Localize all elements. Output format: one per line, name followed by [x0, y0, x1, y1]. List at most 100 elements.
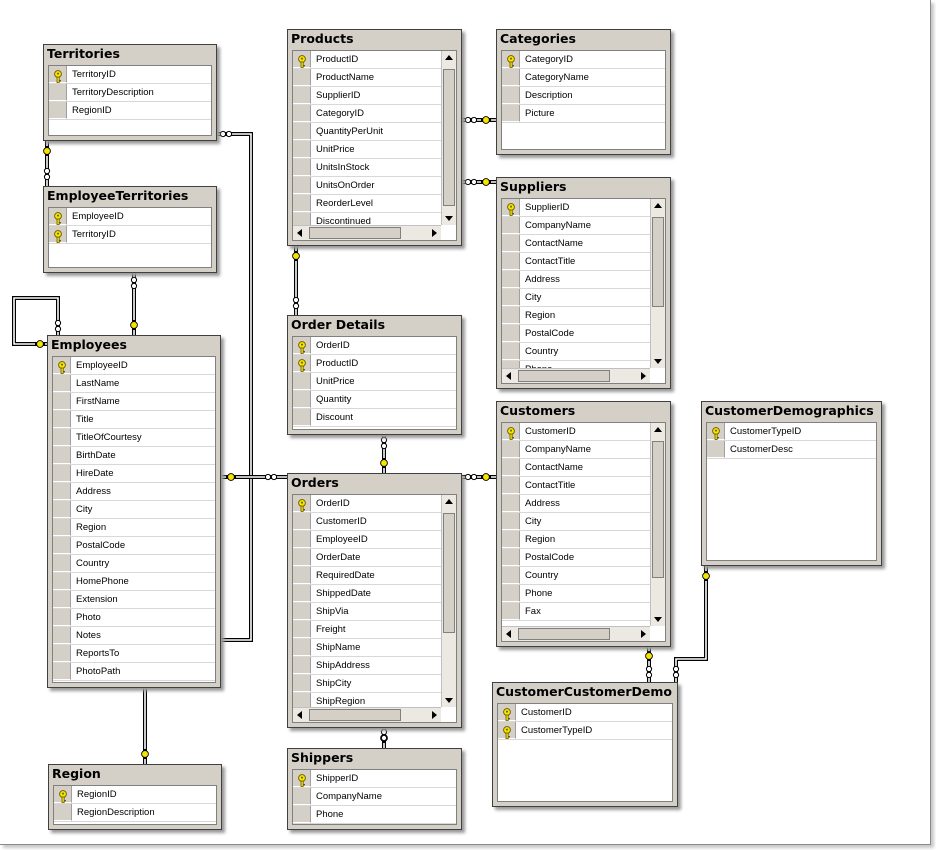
- column-row[interactable]: ReorderLevel: [293, 195, 441, 213]
- scroll-right-arrow-icon[interactable]: [432, 229, 437, 237]
- row-selector[interactable]: [502, 51, 520, 68]
- row-selector[interactable]: [293, 788, 311, 805]
- column-row[interactable]: CustomerID: [293, 513, 441, 531]
- column-row[interactable]: PhotoPath: [53, 663, 215, 681]
- column-row[interactable]: CustomerTypeID: [707, 423, 876, 441]
- column-row[interactable]: ProductID: [293, 355, 456, 373]
- column-row[interactable]: Region: [502, 307, 650, 325]
- row-selector[interactable]: [502, 603, 520, 620]
- scrollbar-thumb[interactable]: [309, 227, 401, 239]
- row-selector[interactable]: [53, 501, 71, 518]
- column-row[interactable]: ProductID: [293, 51, 441, 69]
- row-selector[interactable]: [502, 343, 520, 360]
- row-selector[interactable]: [49, 84, 67, 101]
- column-row[interactable]: Description: [502, 87, 665, 105]
- row-selector[interactable]: [293, 513, 311, 530]
- column-row[interactable]: Fax: [502, 603, 650, 621]
- row-selector[interactable]: [49, 102, 67, 119]
- table-title[interactable]: Orders: [291, 475, 339, 490]
- column-row[interactable]: RegionDescription: [54, 804, 216, 822]
- column-row[interactable]: City: [53, 501, 215, 519]
- column-row[interactable]: Country: [502, 567, 650, 585]
- scrollbar-thumb[interactable]: [518, 370, 610, 382]
- table-title[interactable]: Region: [52, 766, 101, 781]
- row-selector[interactable]: [53, 663, 71, 680]
- row-selector[interactable]: [502, 199, 520, 216]
- row-selector[interactable]: [502, 217, 520, 234]
- table-title[interactable]: CustomerDemographics: [705, 403, 874, 418]
- row-selector[interactable]: [502, 69, 520, 86]
- row-selector[interactable]: [502, 235, 520, 252]
- column-row[interactable]: BirthDate: [53, 447, 215, 465]
- row-selector[interactable]: [53, 609, 71, 626]
- row-selector[interactable]: [707, 423, 725, 440]
- row-selector[interactable]: [49, 66, 67, 83]
- column-row[interactable]: UnitsInStock: [293, 159, 441, 177]
- table-title[interactable]: Shippers: [291, 750, 354, 765]
- table-title[interactable]: CustomerCustomerDemo: [496, 684, 672, 699]
- row-selector[interactable]: [54, 804, 72, 821]
- vertical-scrollbar[interactable]: [441, 495, 456, 707]
- row-selector[interactable]: [502, 87, 520, 104]
- column-row[interactable]: CompanyName: [293, 788, 456, 806]
- column-row[interactable]: CategoryID: [293, 105, 441, 123]
- scroll-down-arrow-icon[interactable]: [445, 698, 453, 703]
- column-row[interactable]: ShippedDate: [293, 585, 441, 603]
- column-row[interactable]: ShipperID: [293, 770, 456, 788]
- column-row[interactable]: ShipVia: [293, 603, 441, 621]
- row-selector[interactable]: [293, 603, 311, 620]
- column-row[interactable]: ProductName: [293, 69, 441, 87]
- row-selector[interactable]: [293, 531, 311, 548]
- table-title[interactable]: Categories: [500, 31, 576, 46]
- row-selector[interactable]: [293, 105, 311, 122]
- row-selector[interactable]: [502, 495, 520, 512]
- column-row[interactable]: OrderID: [293, 337, 456, 355]
- row-selector[interactable]: [53, 429, 71, 446]
- column-row[interactable]: CustomerID: [498, 704, 672, 722]
- vertical-scrollbar[interactable]: [650, 199, 665, 368]
- column-row[interactable]: Address: [502, 495, 650, 513]
- row-selector[interactable]: [502, 253, 520, 270]
- row-selector[interactable]: [502, 585, 520, 602]
- scroll-down-arrow-icon[interactable]: [654, 359, 662, 364]
- column-row[interactable]: FirstName: [53, 393, 215, 411]
- column-row[interactable]: Country: [53, 555, 215, 573]
- scroll-up-arrow-icon[interactable]: [654, 427, 662, 432]
- row-selector[interactable]: [53, 645, 71, 662]
- column-row[interactable]: TerritoryID: [49, 226, 211, 244]
- column-row[interactable]: OrderID: [293, 495, 441, 513]
- scroll-right-arrow-icon[interactable]: [432, 711, 437, 719]
- column-row[interactable]: RegionID: [49, 102, 211, 120]
- table-title[interactable]: Products: [291, 31, 354, 46]
- column-row[interactable]: EmployeeID: [49, 208, 211, 226]
- column-row[interactable]: OrderDate: [293, 549, 441, 567]
- column-row[interactable]: ShipAddress: [293, 657, 441, 675]
- row-selector[interactable]: [53, 465, 71, 482]
- scroll-down-arrow-icon[interactable]: [654, 617, 662, 622]
- horizontal-scrollbar[interactable]: [502, 368, 650, 383]
- row-selector[interactable]: [293, 141, 311, 158]
- horizontal-scrollbar[interactable]: [293, 707, 441, 722]
- row-selector[interactable]: [293, 355, 311, 372]
- row-selector[interactable]: [53, 447, 71, 464]
- column-row[interactable]: City: [502, 289, 650, 307]
- row-selector[interactable]: [502, 459, 520, 476]
- row-selector[interactable]: [502, 307, 520, 324]
- row-selector[interactable]: [53, 375, 71, 392]
- column-row[interactable]: CustomerTypeID: [498, 722, 672, 740]
- row-selector[interactable]: [53, 537, 71, 554]
- column-row[interactable]: Phone: [293, 806, 456, 824]
- scrollbar-thumb[interactable]: [652, 217, 664, 307]
- row-selector[interactable]: [293, 391, 311, 408]
- row-selector[interactable]: [498, 722, 516, 739]
- vertical-scrollbar[interactable]: [650, 423, 665, 626]
- column-row[interactable]: Region: [502, 531, 650, 549]
- row-selector[interactable]: [707, 441, 725, 458]
- column-row[interactable]: Picture: [502, 105, 665, 123]
- row-selector[interactable]: [293, 409, 311, 426]
- column-row[interactable]: UnitPrice: [293, 373, 456, 391]
